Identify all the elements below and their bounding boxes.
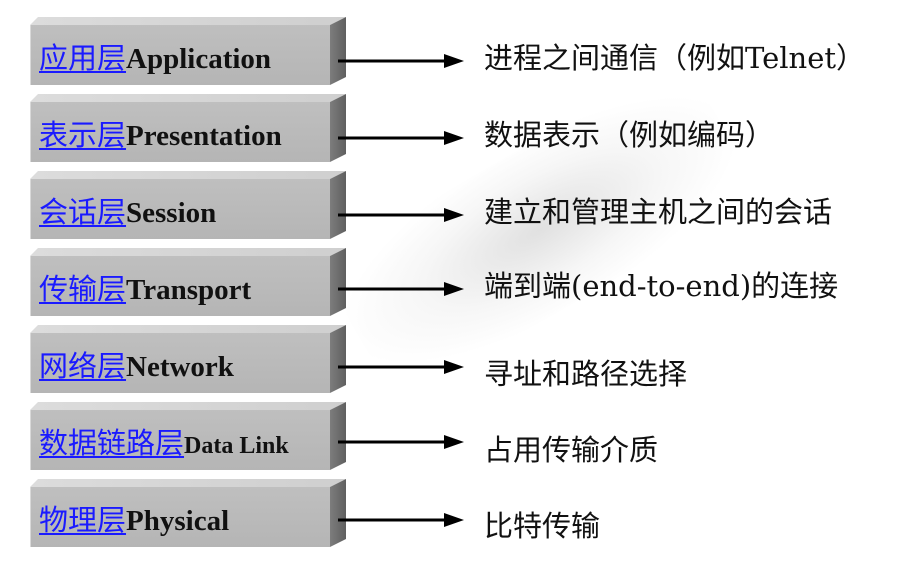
block-top-face <box>30 248 346 256</box>
layer-en-name: Presentation <box>126 120 282 152</box>
block-side-face <box>330 325 346 393</box>
layer-presentation: 表示层Presentation <box>30 94 346 162</box>
description-transport: 端到端(end-to-end)的连接 <box>484 269 839 303</box>
arrow-presentation <box>338 131 464 145</box>
arrow-network <box>338 360 464 374</box>
layer-physical: 物理层Physical <box>30 479 346 547</box>
layer-application: 应用层Application <box>30 17 346 85</box>
block-top-face <box>30 94 346 102</box>
arrow-session <box>338 208 464 222</box>
block-top-face <box>30 17 346 25</box>
block-side-face <box>330 171 346 239</box>
description-application: 进程之间通信（例如Telnet） <box>484 41 866 75</box>
layer-en-name: Physical <box>126 505 230 537</box>
block-front-face <box>30 179 330 239</box>
block-front-face <box>30 410 330 470</box>
layer-en-name: Transport <box>126 274 252 306</box>
block-front-face <box>30 333 330 393</box>
block-top-face <box>30 402 346 410</box>
layer-label: 网络层Network <box>39 347 234 387</box>
layer-label: 物理层Physical <box>39 501 229 541</box>
description-session: 建立和管理主机之间的会话 <box>484 195 833 229</box>
arrow-data-link <box>338 435 464 449</box>
description-presentation: 数据表示（例如编码） <box>484 118 775 152</box>
layer-cn-link[interactable]: 网络层 <box>39 351 127 383</box>
layer-cn-link[interactable]: 表示层 <box>39 120 127 152</box>
block-top-face <box>30 171 346 179</box>
layer-label: 会话层Session <box>39 193 216 233</box>
block-side-face <box>330 248 346 316</box>
arrow-transport <box>338 282 464 296</box>
block-side-face <box>330 402 346 470</box>
block-front-face <box>30 487 330 547</box>
block-top-face <box>30 479 346 487</box>
block-front-face <box>30 256 330 316</box>
layer-en-name: Network <box>126 351 234 383</box>
layer-cn-link[interactable]: 会话层 <box>39 197 127 229</box>
block-top-face <box>30 325 346 333</box>
description-network: 寻址和路径选择 <box>484 357 688 391</box>
block-side-face <box>330 479 346 547</box>
block-front-face <box>30 102 330 162</box>
layer-network: 网络层Network <box>30 325 346 393</box>
layer-session: 会话层Session <box>30 171 346 239</box>
layer-en-name: Session <box>126 197 217 229</box>
layer-en-name: Application <box>126 43 272 75</box>
description-data-link: 占用传输介质 <box>484 433 659 467</box>
layer-cn-link[interactable]: 传输层 <box>39 274 127 306</box>
arrow-physical <box>338 513 464 527</box>
layer-transport: 传输层Transport <box>30 248 346 316</box>
layer-label: 传输层Transport <box>39 270 251 310</box>
block-side-face <box>330 17 346 85</box>
block-side-face <box>330 94 346 162</box>
layer-en-name: Data Link <box>184 433 289 459</box>
layer-label: 数据链路层Data Link <box>39 424 289 464</box>
description-physical: 比特传输 <box>484 509 601 543</box>
layer-cn-link[interactable]: 应用层 <box>39 43 127 75</box>
layer-label: 应用层Application <box>39 39 271 79</box>
layer-data-link: 数据链路层Data Link <box>30 402 346 470</box>
arrow-application <box>338 54 464 68</box>
layer-cn-link[interactable]: 数据链路层 <box>39 428 185 460</box>
layer-label: 表示层Presentation <box>39 116 282 156</box>
block-front-face <box>30 25 330 85</box>
layer-cn-link[interactable]: 物理层 <box>39 505 127 537</box>
